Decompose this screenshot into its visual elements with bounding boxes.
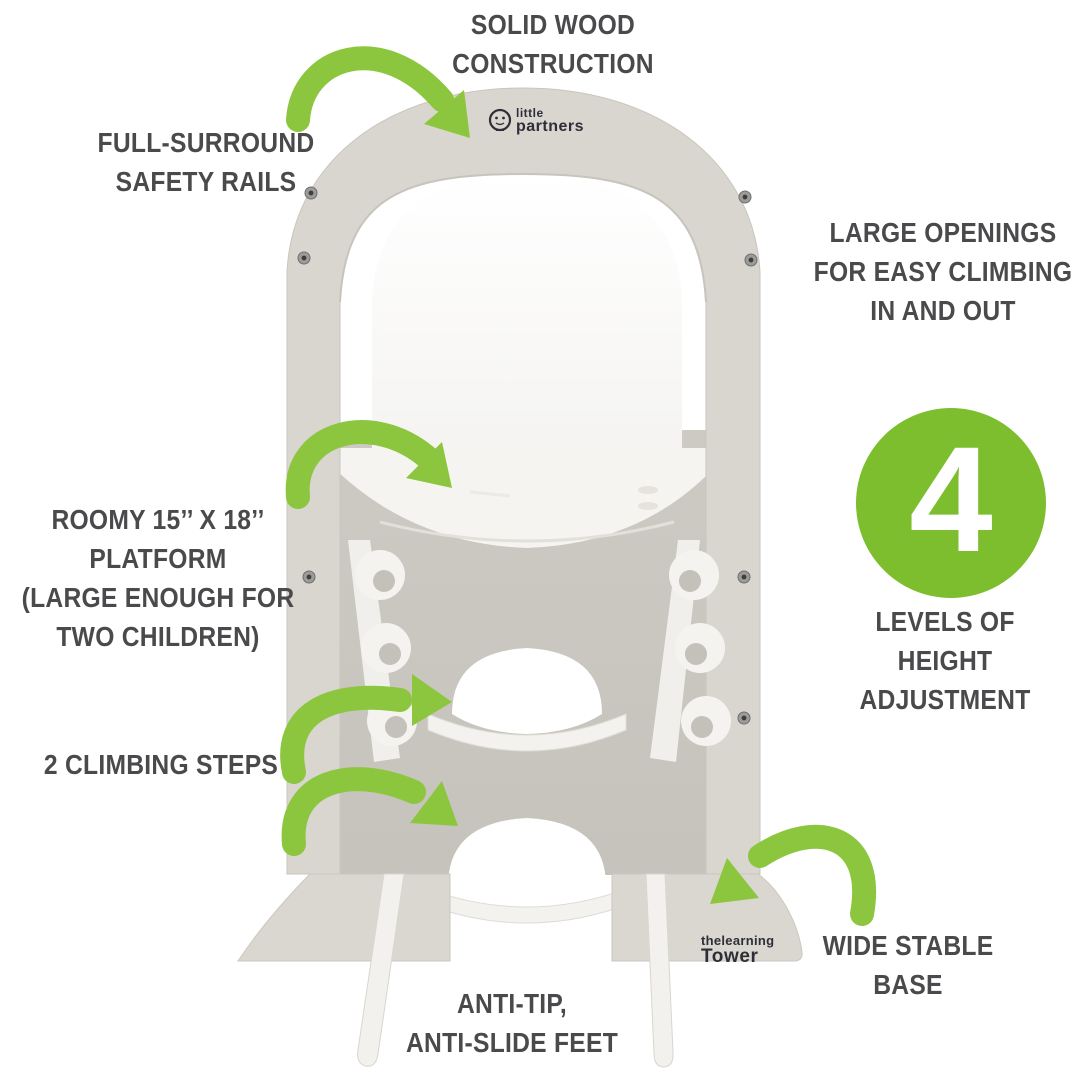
callout-solid-wood: SOLID WOOD CONSTRUCTION bbox=[452, 5, 654, 83]
anti-tip-legs bbox=[357, 873, 674, 1068]
adjustment-rail-right bbox=[650, 540, 731, 762]
callout-line: CONSTRUCTION bbox=[452, 48, 654, 79]
window-opening bbox=[372, 174, 682, 470]
callout-line: (LARGE ENOUGH FOR bbox=[21, 582, 295, 613]
callout-line: IN AND OUT bbox=[870, 295, 1016, 326]
screws bbox=[297, 186, 758, 725]
svg-text:partners: partners bbox=[516, 118, 584, 135]
callout-large-openings: LARGE OPENINGS FOR EASY CLIMBING IN AND … bbox=[814, 213, 1073, 330]
callout-anti-tip-feet: ANTI-TIP, ANTI-SLIDE FEET bbox=[406, 984, 618, 1062]
little-partners-logo: little partners bbox=[488, 106, 584, 135]
svg-text:Tower: Tower bbox=[701, 946, 759, 967]
callout-line: LEVELS OF bbox=[875, 606, 1015, 637]
callout-line: TWO CHILDREN) bbox=[56, 621, 260, 652]
arrow-base bbox=[710, 824, 876, 926]
callout-climbing-steps: 2 CLIMBING STEPS bbox=[44, 745, 278, 784]
callout-wide-base: WIDE STABLE BASE bbox=[823, 926, 994, 1004]
callout-platform: ROOMY 15’’ X 18’’ PLATFORM (LARGE ENOUGH… bbox=[22, 500, 295, 656]
callout-line: SOLID WOOD bbox=[470, 9, 636, 40]
arrow-step-1 bbox=[280, 674, 452, 784]
learning-tower-logo: thelearning Tower bbox=[701, 933, 774, 967]
callout-line: BASE bbox=[873, 969, 943, 1000]
callout-line: ADJUSTMENT bbox=[859, 684, 1031, 715]
callout-line: ANTI-TIP, bbox=[456, 988, 568, 1019]
height-levels-badge: 4 bbox=[856, 408, 1046, 598]
svg-text:thelearning: thelearning bbox=[701, 933, 774, 948]
callout-line: ANTI-SLIDE FEET bbox=[405, 1027, 619, 1058]
callout-line: HEIGHT bbox=[897, 645, 993, 676]
callout-line: LARGE OPENINGS bbox=[829, 217, 1057, 248]
callout-line: PLATFORM bbox=[89, 543, 227, 574]
callout-line: WIDE STABLE bbox=[822, 930, 994, 961]
arch-inner-edge bbox=[339, 172, 707, 303]
callout-line: ROOMY 15’’ X 18’’ bbox=[51, 504, 265, 535]
arrow-platform bbox=[285, 420, 452, 509]
badge-number: 4 bbox=[909, 415, 993, 583]
arrows bbox=[280, 46, 876, 926]
callout-line: FOR EASY CLIMBING bbox=[813, 256, 1073, 287]
svg-text:little: little bbox=[516, 106, 544, 120]
callout-height-adjustment: LEVELS OF HEIGHT ADJUSTMENT bbox=[859, 602, 1030, 719]
arrow-solid-wood bbox=[286, 46, 470, 138]
callout-line: 2 CLIMBING STEPS bbox=[43, 749, 279, 780]
callout-line: SAFETY RAILS bbox=[115, 166, 297, 197]
arrow-step-2 bbox=[281, 767, 458, 856]
callout-line: FULL-SURROUND bbox=[97, 127, 315, 158]
callout-safety-rails: FULL-SURROUND SAFETY RAILS bbox=[98, 123, 315, 201]
step-1 bbox=[427, 648, 627, 752]
